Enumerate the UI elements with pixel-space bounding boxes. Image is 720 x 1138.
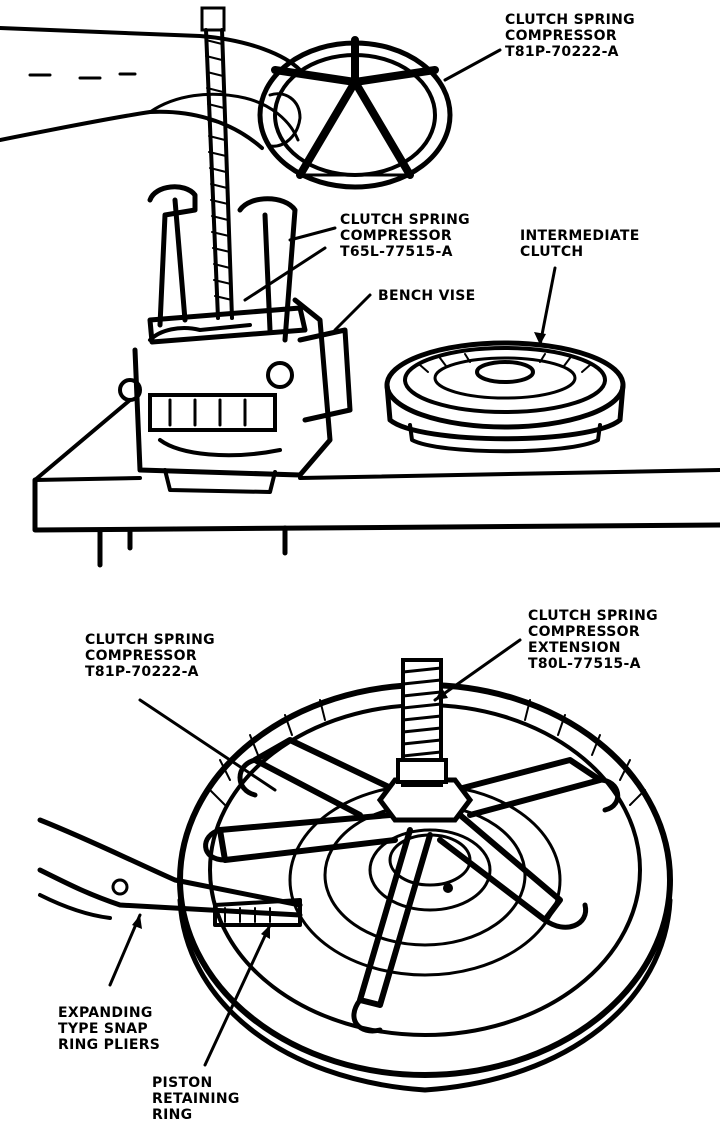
label-line: T81P-70222-A xyxy=(85,664,199,680)
label-line: CLUTCH SPRING xyxy=(505,12,635,28)
handwheel-leader xyxy=(443,48,502,82)
bench-vise-drawing xyxy=(118,293,372,494)
bottom-compressor-label: CLUTCH SPRING COMPRESSOR T81P-70222-A xyxy=(85,632,215,680)
label-line: T65L-77515-A xyxy=(340,244,453,260)
label-line: CLUTCH SPRING xyxy=(340,212,470,228)
label-line: EXPANDING xyxy=(58,1005,153,1021)
label-line: CLUTCH xyxy=(520,244,584,260)
label-line: T80L-77515-A xyxy=(528,656,641,672)
label-line: TYPE SNAP xyxy=(58,1021,148,1037)
label-line: EXTENSION xyxy=(528,640,621,656)
intermediate-clutch-label: INTERMEDIATE CLUTCH xyxy=(520,228,640,260)
label-line: COMPRESSOR xyxy=(505,28,617,44)
hand-drawing xyxy=(0,26,302,150)
label-line: RING PLIERS xyxy=(58,1037,161,1053)
compressor-extension-label: CLUTCH SPRING COMPRESSOR EXTENSION T80L-… xyxy=(528,608,658,672)
label-line: COMPRESSOR xyxy=(85,648,197,664)
extension-rod-drawing xyxy=(396,658,448,787)
threaded-rod-drawing xyxy=(200,6,234,320)
label-line: RETAINING xyxy=(152,1091,240,1107)
label-line: COMPRESSOR xyxy=(528,624,640,640)
intermediate-clutch-drawing xyxy=(384,266,626,454)
label-line: BENCH VISE xyxy=(378,288,476,304)
handwheel-drawing xyxy=(257,36,453,190)
spider-compressor-drawing xyxy=(203,737,621,1034)
frame-compressor-label: CLUTCH SPRING COMPRESSOR T65L-77515-A xyxy=(340,212,470,260)
snap-ring-pliers-label: EXPANDING TYPE SNAP RING PLIERS xyxy=(58,1005,160,1053)
label-line: T81P-70222-A xyxy=(505,44,619,60)
label-line: CLUTCH SPRING xyxy=(528,608,658,624)
label-line: COMPRESSOR xyxy=(340,228,452,244)
compressor-frame-drawing xyxy=(147,184,337,345)
piston-retaining-ring-label: PISTON RETAINING RING xyxy=(152,1075,240,1123)
snap-ring-pliers-drawing xyxy=(37,817,303,927)
label-line: RING xyxy=(152,1107,193,1123)
bench-drawing xyxy=(32,398,720,568)
label-line: CLUTCH SPRING xyxy=(85,632,215,648)
bottom-leaders xyxy=(108,638,522,1067)
label-line: PISTON xyxy=(152,1075,213,1091)
handwheel-compressor-label: CLUTCH SPRING COMPRESSOR T81P-70222-A xyxy=(505,12,635,60)
label-line: INTERMEDIATE xyxy=(520,228,640,244)
bench-vise-label: BENCH VISE xyxy=(378,288,476,304)
